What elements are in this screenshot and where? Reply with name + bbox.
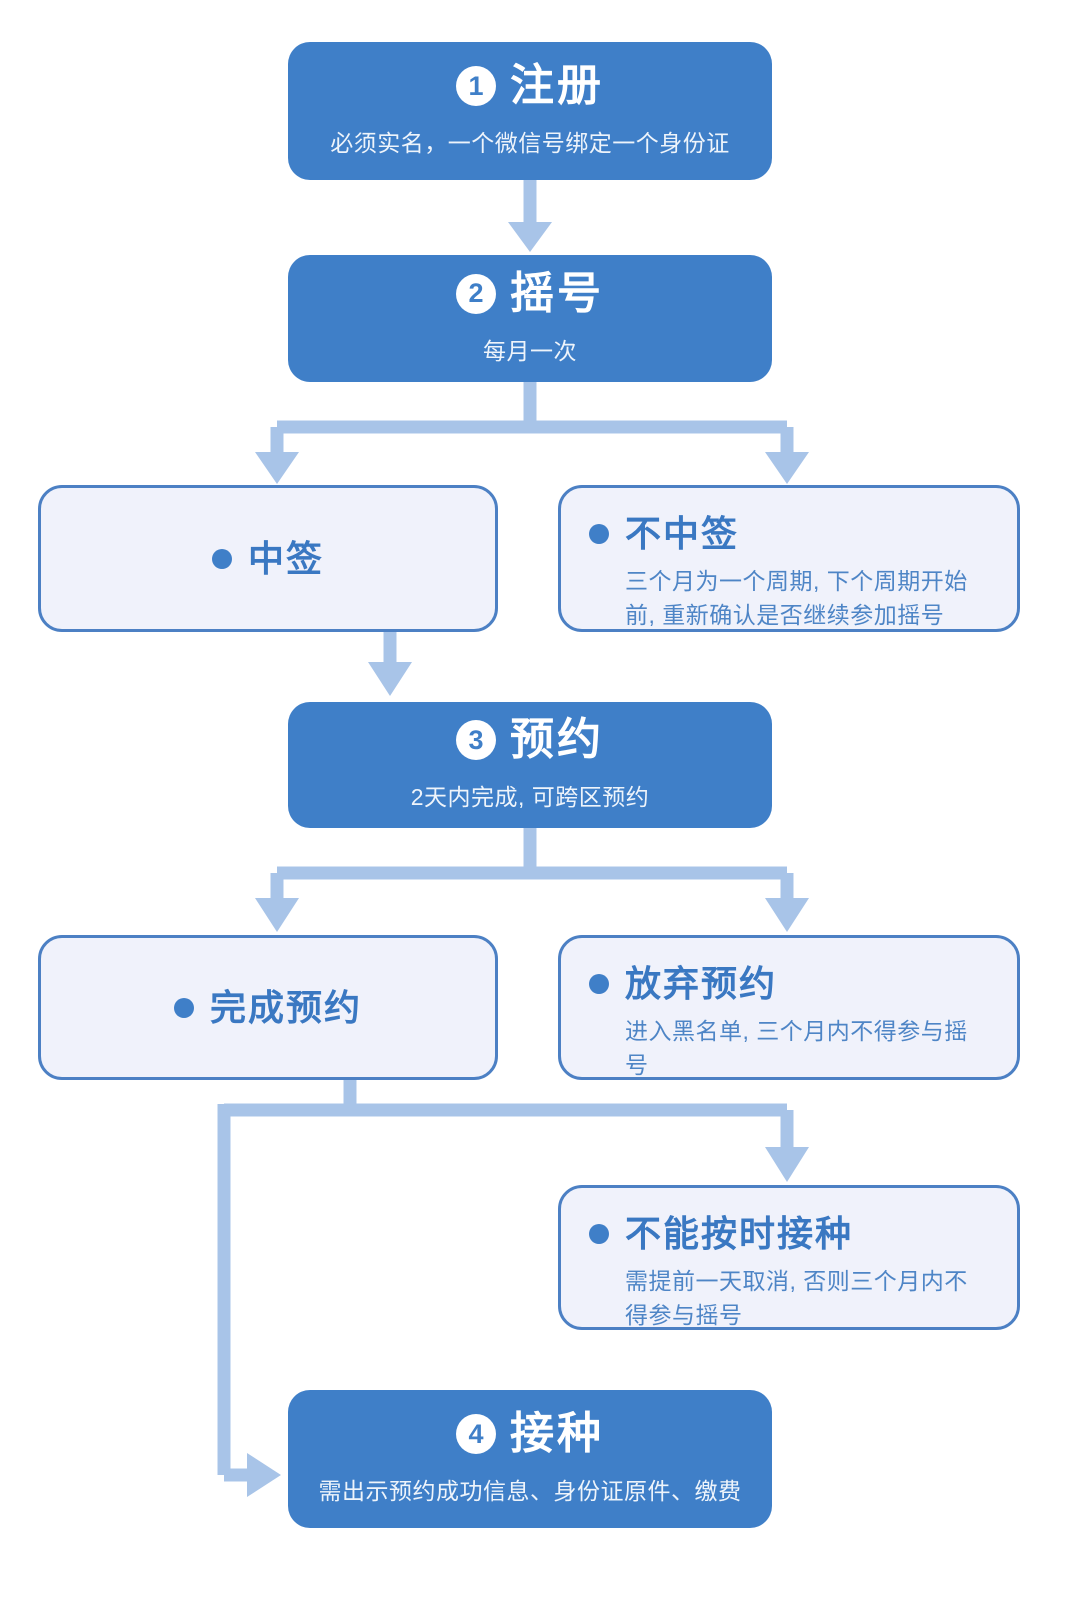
outcome-title-buneng-anshi-jiezhong: 不能按时接种 [625, 1213, 854, 1254]
step-box-4-vaccination[interactable]: 4 接种 需出示预约成功信息、身份证原件、缴费 [288, 1390, 772, 1528]
outcome-desc-buneng-anshi-jiezhong: 需提前一天取消, 否则三个月内不得参与摇号 [625, 1267, 968, 1329]
bullet-icon [589, 973, 609, 994]
step-number-badge-4: 4 [456, 1414, 496, 1454]
step-3-heading: 3 预约 [456, 718, 604, 762]
step-title-4: 接种 [510, 1409, 604, 1458]
outcome-box-buzhongqian[interactable]: 不中签 三个月为一个周期, 下个周期开始前, 重新确认是否继续参加摇号 [558, 485, 1020, 632]
step-number-badge-2: 2 [456, 273, 496, 314]
step-subtitle-4: 需出示预约成功信息、身份证原件、缴费 [318, 1478, 742, 1504]
step-subtitle-1: 必须实名，一个微信号绑定一个身份证 [330, 130, 730, 156]
outcome-box-buneng-anshi-jiezhong[interactable]: 不能按时接种 需提前一天取消, 否则三个月内不得参与摇号 [558, 1185, 1020, 1330]
outcome-box-zhongqian[interactable]: 中签 [38, 485, 498, 632]
step-title-2: 摇号 [510, 268, 604, 318]
outcome-buzhongqian-heading: 不中签 [589, 514, 987, 554]
outcome-desc-buzhongqian: 三个月为一个周期, 下个周期开始前, 重新确认是否继续参加摇号 [625, 567, 968, 629]
step-subtitle-2: 每月一次 [483, 337, 577, 364]
step-number-badge-3: 3 [456, 720, 496, 760]
outcome-title-wancheng-yuyue: 完成预约 [209, 986, 362, 1028]
bullet-icon [211, 548, 232, 569]
outcome-zhongqian-heading: 中签 [211, 537, 324, 579]
step-box-3-appointment[interactable]: 3 预约 2天内完成, 可跨区预约 [288, 702, 772, 828]
connector-step2-split [255, 382, 809, 484]
outcome-title-fangqi-yuyue: 放弃预约 [625, 963, 778, 1004]
connector-zhongqian-to-step3 [368, 632, 412, 696]
outcome-wancheng-heading: 完成预约 [173, 986, 362, 1028]
step-title-3: 预约 [510, 715, 604, 764]
step-1-heading: 1 注册 [456, 64, 604, 108]
outcome-title-zhongqian: 中签 [247, 537, 324, 579]
bullet-icon [589, 523, 609, 544]
outcome-box-wancheng-yuyue[interactable]: 完成预约 [38, 935, 498, 1080]
outcome-desc-fangqi-yuyue: 进入黑名单, 三个月内不得参与摇号 [625, 1017, 968, 1079]
connector-step3-split [255, 828, 809, 932]
step-subtitle-3: 2天内完成, 可跨区预约 [410, 784, 650, 810]
step-title-1: 注册 [510, 61, 604, 110]
step-number-badge-1: 1 [456, 66, 496, 106]
step-4-heading: 4 接种 [456, 1412, 604, 1456]
outcome-fangqi-heading: 放弃预约 [589, 964, 987, 1004]
outcome-box-fangqi-yuyue[interactable]: 放弃预约 进入黑名单, 三个月内不得参与摇号 [558, 935, 1020, 1080]
step-2-heading: 2 摇号 [456, 268, 604, 318]
outcome-title-buzhongqian: 不中签 [625, 513, 740, 554]
bullet-icon [173, 997, 194, 1018]
step-box-1-register[interactable]: 1 注册 必须实名，一个微信号绑定一个身份证 [288, 42, 772, 180]
step-box-2-lottery[interactable]: 2 摇号 每月一次 [288, 255, 772, 382]
outcome-buneng-heading: 不能按时接种 [589, 1214, 987, 1254]
bullet-icon [589, 1223, 609, 1244]
connector-step1-to-step2 [508, 180, 552, 252]
